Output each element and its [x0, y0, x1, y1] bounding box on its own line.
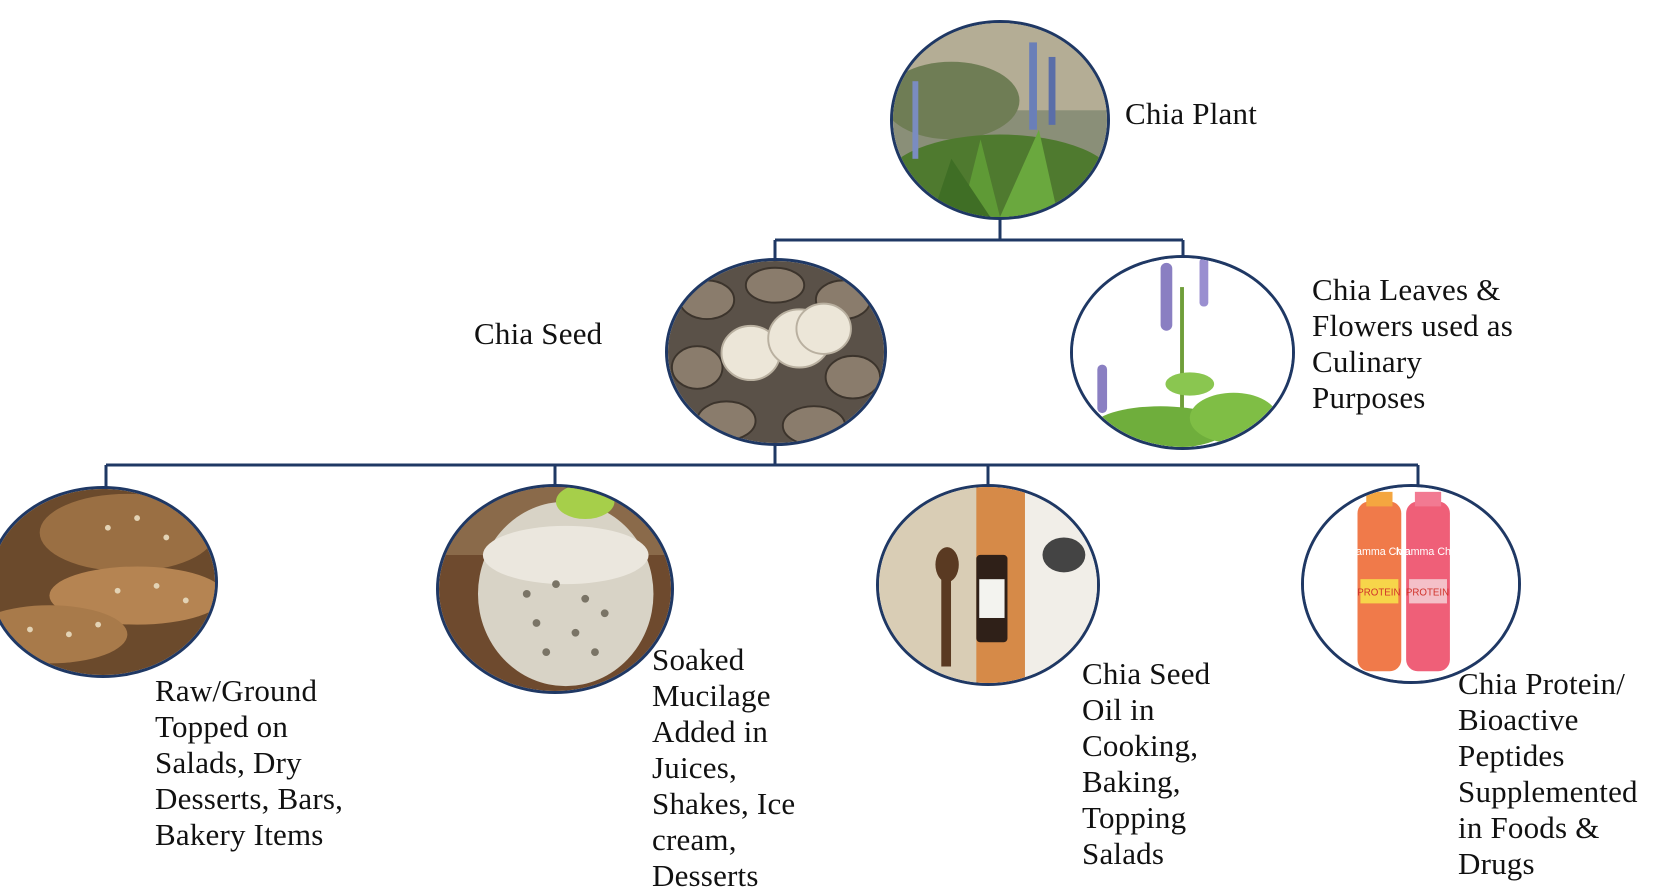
chia-plant-image: [890, 20, 1110, 220]
bread-image: [0, 486, 218, 678]
chia-oil-label: Chia Seed Oil in Cooking, Baking, Toppin…: [1082, 656, 1211, 871]
bottle2-product-text: PROTEIN: [1406, 588, 1449, 599]
chia-protein-image: Mamma Chia Mamma Chia PROTEIN PROTEIN: [1301, 484, 1521, 684]
chia-drink-image: [436, 484, 674, 694]
soaked-mucilage-label: Soaked Mucilage Added in Juices, Shakes,…: [652, 642, 796, 893]
raw-ground-label: Raw/Ground Topped on Salads, Dry Dessert…: [155, 673, 344, 852]
bottle1-product-text: PROTEIN: [1357, 588, 1400, 599]
chia-plant-label: Chia Plant: [1125, 96, 1258, 131]
chia-seed-image: [665, 258, 887, 446]
bottle2-brand-text: Mamma Chia: [1396, 546, 1460, 558]
bottle1-brand-text: Mamma Chia: [1347, 546, 1411, 558]
chia-flowers-image: [1070, 255, 1295, 450]
chia-seed-label: Chia Seed: [474, 316, 603, 351]
chia-protein-label: Chia Protein/ Bioactive Peptides Supplem…: [1458, 666, 1638, 881]
chia-leaves-label: Chia Leaves & Flowers used as Culinary P…: [1312, 272, 1514, 415]
chia-oil-image: [876, 484, 1100, 686]
